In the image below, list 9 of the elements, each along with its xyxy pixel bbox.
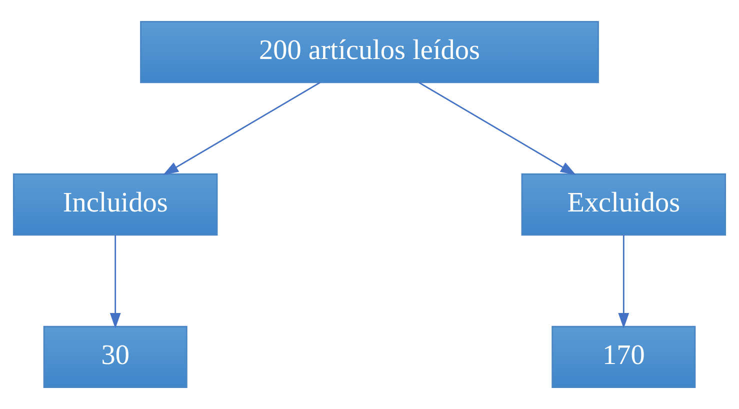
node-box: 200 artículos leídos (140, 20, 599, 84)
arrow (618, 235, 630, 329)
arrow (162, 82, 320, 176)
node-box: Excluidos (521, 173, 726, 236)
node-box: 170 (552, 326, 696, 388)
arrow (418, 82, 576, 176)
arrow (110, 235, 121, 329)
node-box: Incluidos (12, 173, 218, 236)
node-box: 30 (43, 326, 188, 388)
